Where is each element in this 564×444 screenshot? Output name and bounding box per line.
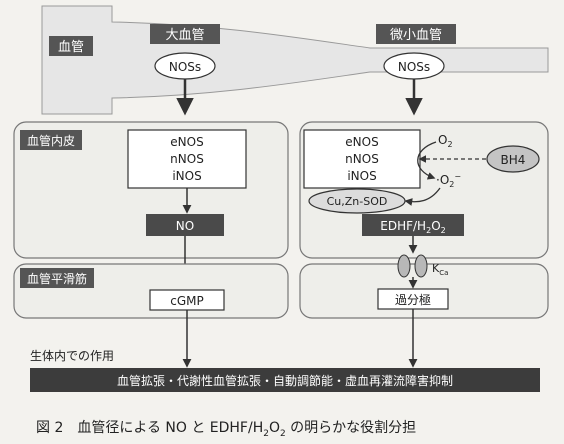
isoform-left-nnos: nNOS: [170, 152, 204, 166]
kca-label: KCa: [432, 262, 448, 277]
smooth-muscle-label: 血管平滑筋: [27, 271, 87, 286]
isoform-box-left: [127, 129, 247, 189]
nos-left-label: NOSs: [169, 60, 201, 74]
o2-label: O2: [438, 133, 453, 149]
o2-to-superoxide-arrow: [417, 141, 437, 180]
vessel-panel: 血管 大血管 微小血管 NOSs NOSs: [41, 5, 549, 115]
endothelium-label: 血管内皮: [27, 133, 75, 148]
isoform-right-nnos: nNOS: [345, 152, 379, 166]
edhf-label: EDHF/H2O2: [380, 219, 445, 235]
kca-channel-right: [414, 254, 428, 278]
isoform-right-enos: eNOS: [345, 135, 378, 149]
isoform-left-enos: eNOS: [170, 135, 203, 149]
no-box: [146, 214, 224, 236]
effect-label: 生体内での作用: [30, 349, 114, 363]
superoxide-to-sod-arrow: [404, 187, 441, 206]
cgmp-label: cGMP: [170, 294, 204, 308]
vessel-label: 血管: [58, 40, 84, 55]
isoform-left-inos: iNOS: [172, 169, 201, 183]
edhf-box: [362, 214, 464, 236]
micro-vessel-label: 微小血管: [390, 28, 442, 43]
isoform-box-right: [303, 129, 421, 189]
smooth-muscle-label-box: [20, 268, 94, 288]
kca-channel-left: [397, 254, 411, 278]
vessel-shape: [41, 5, 549, 115]
vessel-label-box: [49, 36, 93, 56]
hyperpolarization-label: 過分極: [395, 292, 431, 307]
endothelium-section: 血管内皮 eNOS nNOS iNOS NO eNOS nNOS iNOS O2…: [13, 121, 549, 259]
bh4-ellipse: [486, 145, 540, 173]
micro-vessel-header: [376, 24, 456, 44]
nos-right-label: NOSs: [398, 60, 430, 74]
effect-bar-label: 血管拡張・代謝性血管拡張・自動調節能・虚血再灌流障害抑制: [117, 373, 453, 388]
smooth-muscle-section: 血管平滑筋 cGMP KCa 過分極: [13, 254, 549, 319]
superoxide-label: ·O2−: [436, 172, 461, 189]
endothelium-label-box: [20, 130, 82, 150]
no-label: NO: [176, 219, 194, 233]
isoform-right-inos: iNOS: [347, 169, 376, 183]
effect-bar: [30, 368, 540, 392]
large-vessel-label: 大血管: [165, 28, 204, 43]
bh4-label: BH4: [501, 153, 526, 167]
sod-label: Cu,Zn-SOD: [327, 195, 388, 208]
large-vessel-header: [150, 24, 220, 44]
